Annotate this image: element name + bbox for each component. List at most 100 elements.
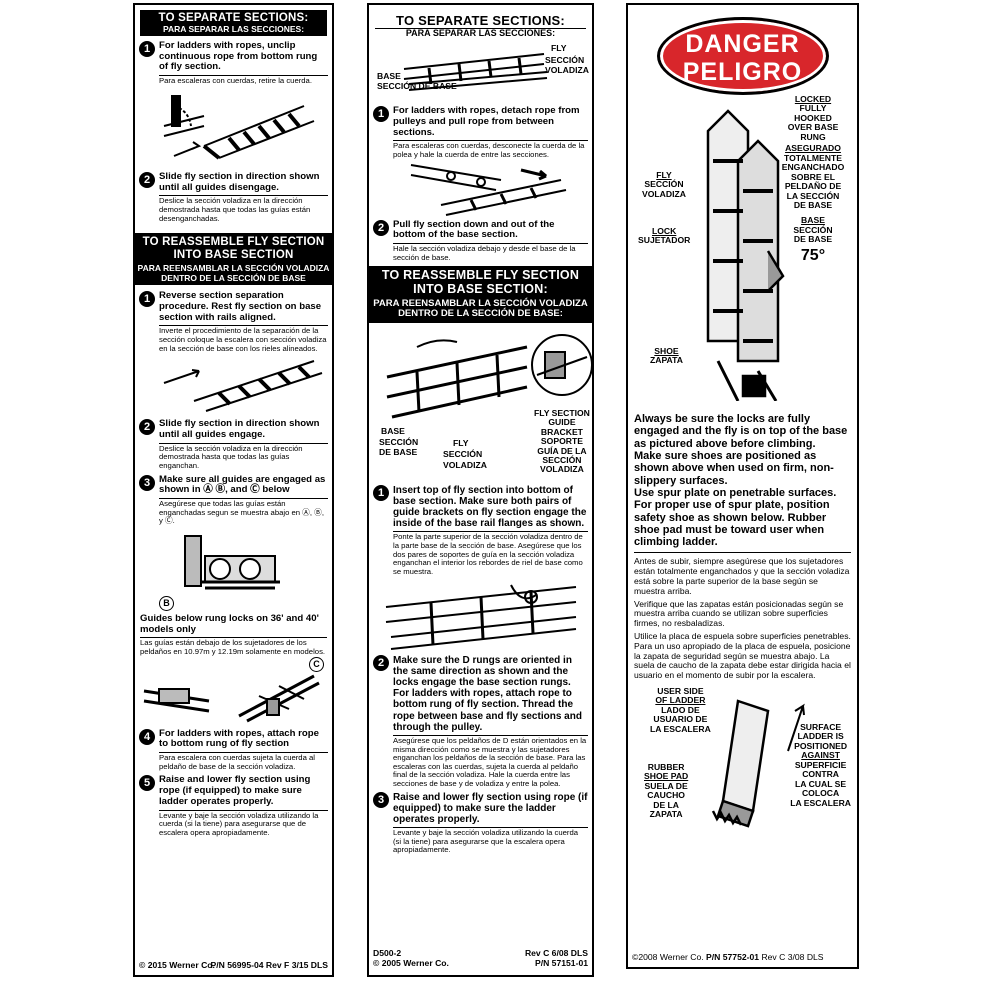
- lock-es: SUJETADOR: [638, 235, 691, 246]
- step-text-es: Hale la sección voladiza debajo y desde …: [393, 243, 588, 262]
- spur-plate-diagram: USER SIDE OF LADDER LADO DE USUARIO DE L…: [628, 686, 857, 837]
- reas-step-1: 1 Insert top of fly section into bottom …: [369, 484, 592, 577]
- separate-header: TO SEPARATE SECTIONS: PARA SEPARAR LAS S…: [140, 10, 327, 36]
- label-code: D500-2: [373, 948, 402, 958]
- fig2-guide-es-2: GUÍA DE LA: [537, 445, 587, 456]
- lock-label: LOCK: [652, 226, 677, 236]
- label-right: DANGER PELIGRO LOCKED FULLY HOOKED OVER …: [626, 3, 859, 969]
- step-number: 3: [373, 791, 389, 808]
- asegurado-6: LA SECCIÓN: [786, 190, 840, 201]
- footer-right: Rev C 6/08 DLS P/N 57151-01: [524, 948, 588, 969]
- fly-callout: FLY SECCIÓN VOLADIZA: [642, 170, 686, 199]
- angle-label: 75°: [800, 246, 826, 264]
- locked-5: RUNG: [800, 131, 826, 142]
- fig2-guide-es-3: SECCIÓN: [542, 455, 582, 465]
- locked-4: OVER BASE: [787, 122, 839, 133]
- locked-3: HOOKED: [794, 112, 832, 123]
- fig-base-es: SECCIÓN DE BASE: [377, 81, 457, 92]
- surface-es-2: CONTRA: [802, 769, 839, 780]
- warning-es-1: Antes de subir, siempre asegúrese que lo…: [634, 556, 850, 596]
- revision: Rev C 6/08 DLS: [524, 948, 588, 958]
- ladder-sections-illustration: [403, 53, 548, 92]
- fly-label: FLY: [656, 170, 672, 180]
- fly-es-1: SECCIÓN: [644, 179, 684, 190]
- copyright: © 2015 Werner Co.: [139, 960, 215, 971]
- asegurado-1: ASEGURADO: [785, 143, 841, 154]
- user-side-es-1: LADO DE: [661, 704, 700, 715]
- ladder-reassemble-illustration: [163, 360, 322, 413]
- surface-4: AGAINST: [801, 750, 840, 761]
- surface-2: LADDER IS: [797, 731, 844, 742]
- surface-es-4: COLOCA: [801, 788, 840, 799]
- step-text-en: Slide fly section in direction shown unt…: [159, 418, 320, 440]
- reassemble-header: TO REASSEMBLE FLY SECTION INTO BASE SECT…: [135, 233, 332, 286]
- guides-note-en: Guides below rung locks on 36' and 40' m…: [140, 612, 319, 635]
- base-es-1: SECCIÓN: [793, 224, 833, 235]
- asegurado-2: TOTALMENTE: [784, 152, 842, 163]
- rubber-es-3: DE LA: [653, 799, 680, 810]
- user-side-1: USER SIDE: [657, 686, 704, 696]
- reassemble-figure: BASE SECCIÓN DE BASE FLY SECCIÓN VOLADIZ…: [369, 323, 592, 481]
- warning-en-2: Make sure shoes are positioned as shown …: [634, 449, 834, 487]
- label2-footer: D500-2 © 2005 Werner Co. Rev C 6/08 DLS …: [373, 948, 588, 971]
- step-text-en: Make sure all guides are engaged as show…: [159, 473, 326, 496]
- part-number: P/N 56995-04 Rev F 3/15 DLS: [210, 960, 328, 971]
- step-text-es: Para escaleras con cuerdas, retire la cu…: [159, 75, 328, 86]
- danger-en: DANGER: [685, 30, 800, 58]
- separate-header: TO SEPARATE SECTIONS: PARA SEPARAR LAS S…: [369, 11, 592, 43]
- guide-b-illustration: [184, 534, 280, 590]
- guide-b-figure: B: [135, 526, 332, 614]
- reassemble-header-en-1: TO REASSEMBLE FLY SECTION: [142, 236, 325, 249]
- user-side-es-2: USUARIO DE: [653, 714, 708, 725]
- guide-a-c-figure: C: [135, 656, 332, 727]
- asegurado-5: PELDAÑO DE: [784, 181, 842, 192]
- surface-es-3: LA CUAL SE: [795, 778, 847, 789]
- fig2-base-es-2: DE BASE: [379, 446, 418, 457]
- danger-es: PELIGRO: [682, 58, 803, 86]
- step-text-en: For ladders with ropes, detach rope from…: [393, 105, 580, 138]
- guides-note-es: Las guías están debajo de los sujetadore…: [140, 637, 327, 656]
- locked-1: LOCKED: [794, 94, 832, 104]
- locked-2: FULLY: [799, 103, 827, 114]
- step-number: 1: [139, 291, 155, 308]
- callout-c: C: [309, 656, 324, 672]
- shoe-callout: SHOE ZAPATA: [650, 346, 683, 366]
- asegurado-7: DE BASE: [793, 199, 833, 210]
- ladder-separate-illustration: [163, 94, 314, 160]
- step-text-es: Levante y baje la sección voladiza utili…: [393, 827, 588, 855]
- fig2-guide-3: BRACKET: [540, 426, 583, 437]
- fig2-fly-es-2: VOLADIZA: [443, 459, 487, 470]
- warning-es-2: Verifique que las zapatas están posicion…: [634, 598, 844, 629]
- warning-es-3: Utilice la placa de espuela sobre superf…: [634, 631, 851, 681]
- step-text-en: Reverse section separation procedure. Re…: [159, 290, 322, 323]
- step-text-en: For ladders with ropes, attach rope to b…: [159, 727, 319, 750]
- surface-3: POSITIONED: [794, 740, 848, 751]
- reas-step-4: 4 For ladders with ropes, attach rope to…: [135, 727, 332, 772]
- fig2-guide-2: GUIDE: [548, 417, 576, 428]
- step-number: 2: [139, 171, 155, 188]
- step-text-es: Levante y baje la sección voladiza utili…: [159, 809, 328, 838]
- reas-step-3: 3 Raise and lower fly section using rope…: [369, 791, 592, 855]
- step-number: 3: [139, 474, 155, 491]
- step-number: 4: [139, 728, 155, 745]
- reassemble-header-es-2: DENTRO DE LA SECCIÓN DE BASE:: [398, 308, 563, 320]
- fig-fly-es-2: VOLADIZA: [545, 65, 589, 76]
- rubber-es-4: ZAPATA: [649, 809, 683, 820]
- reas-step-2: 2 Slide fly section in direction shown u…: [135, 418, 332, 470]
- fig2-base: BASE: [381, 425, 405, 436]
- step-text-es: Para escaleras con cuerdas, desconecte l…: [393, 140, 588, 159]
- warning-en-1: Always be sure the locks are fully engag…: [634, 413, 848, 450]
- user-side-callout: USER SIDE OF LADDER LADO DE USUARIO DE L…: [650, 686, 711, 734]
- lock-callout: LOCK SUJETADOR: [638, 226, 691, 246]
- fig2-guide-bracket: FLY SECTION GUIDE BRACKET SOPORTE GUÍA D…: [534, 408, 590, 475]
- surface-callout: SURFACE LADDER IS POSITIONED AGAINST SUP…: [790, 722, 851, 808]
- base-es-2: DE BASE: [793, 234, 833, 245]
- step-number: 5: [139, 775, 155, 792]
- copyright: ©2008 Werner Co.: [632, 952, 704, 963]
- step-text-es: Deslice la sección voladiza en la direcc…: [159, 195, 328, 223]
- reassemble-header-en-2: INTO BASE SECTION: [173, 248, 294, 261]
- step-text-en: Make sure the D rungs are oriented in th…: [393, 654, 582, 733]
- d-rung-illustration: [385, 584, 576, 650]
- spur-plate-illustration: [711, 699, 805, 828]
- base-label: BASE: [801, 215, 825, 226]
